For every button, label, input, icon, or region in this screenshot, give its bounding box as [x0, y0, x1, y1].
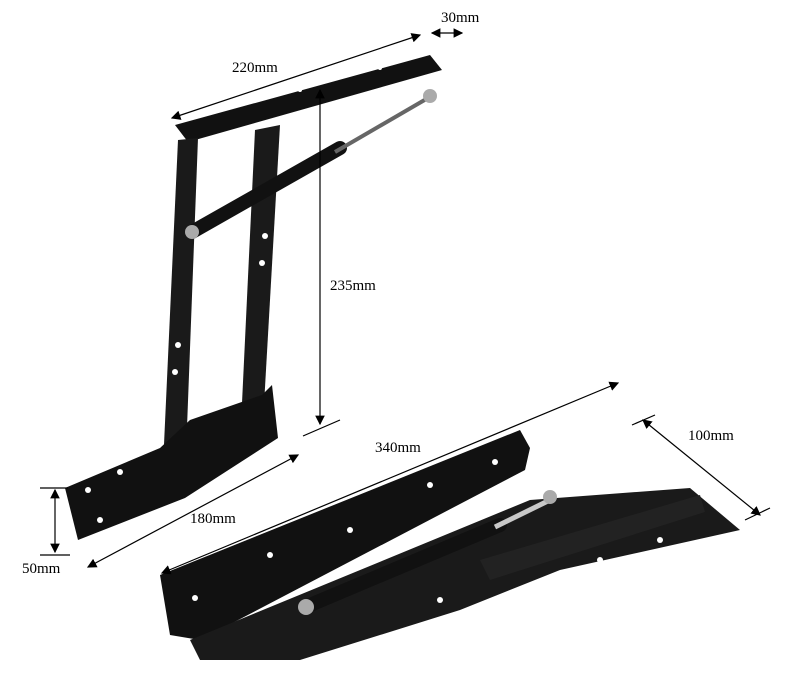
- label-100mm: 100mm: [688, 428, 734, 444]
- label-50mm: 50mm: [22, 561, 61, 577]
- top-plate: [175, 55, 442, 142]
- dimension-lines: [40, 28, 771, 575]
- dim-line-220: [170, 33, 422, 120]
- label-235mm: 235mm: [330, 278, 376, 294]
- dim-line-340: [160, 381, 620, 575]
- label-220mm: 220mm: [232, 60, 278, 76]
- right-arm: [240, 125, 280, 445]
- open-lift-bracket: [65, 55, 442, 540]
- gas-spring-rod: [333, 96, 430, 154]
- label-340mm: 340mm: [375, 440, 421, 456]
- label-30mm: 30mm: [441, 10, 480, 26]
- closed-lift-bracket: [160, 430, 740, 660]
- dim-line-100: [642, 419, 761, 516]
- label-180mm: 180mm: [190, 511, 236, 527]
